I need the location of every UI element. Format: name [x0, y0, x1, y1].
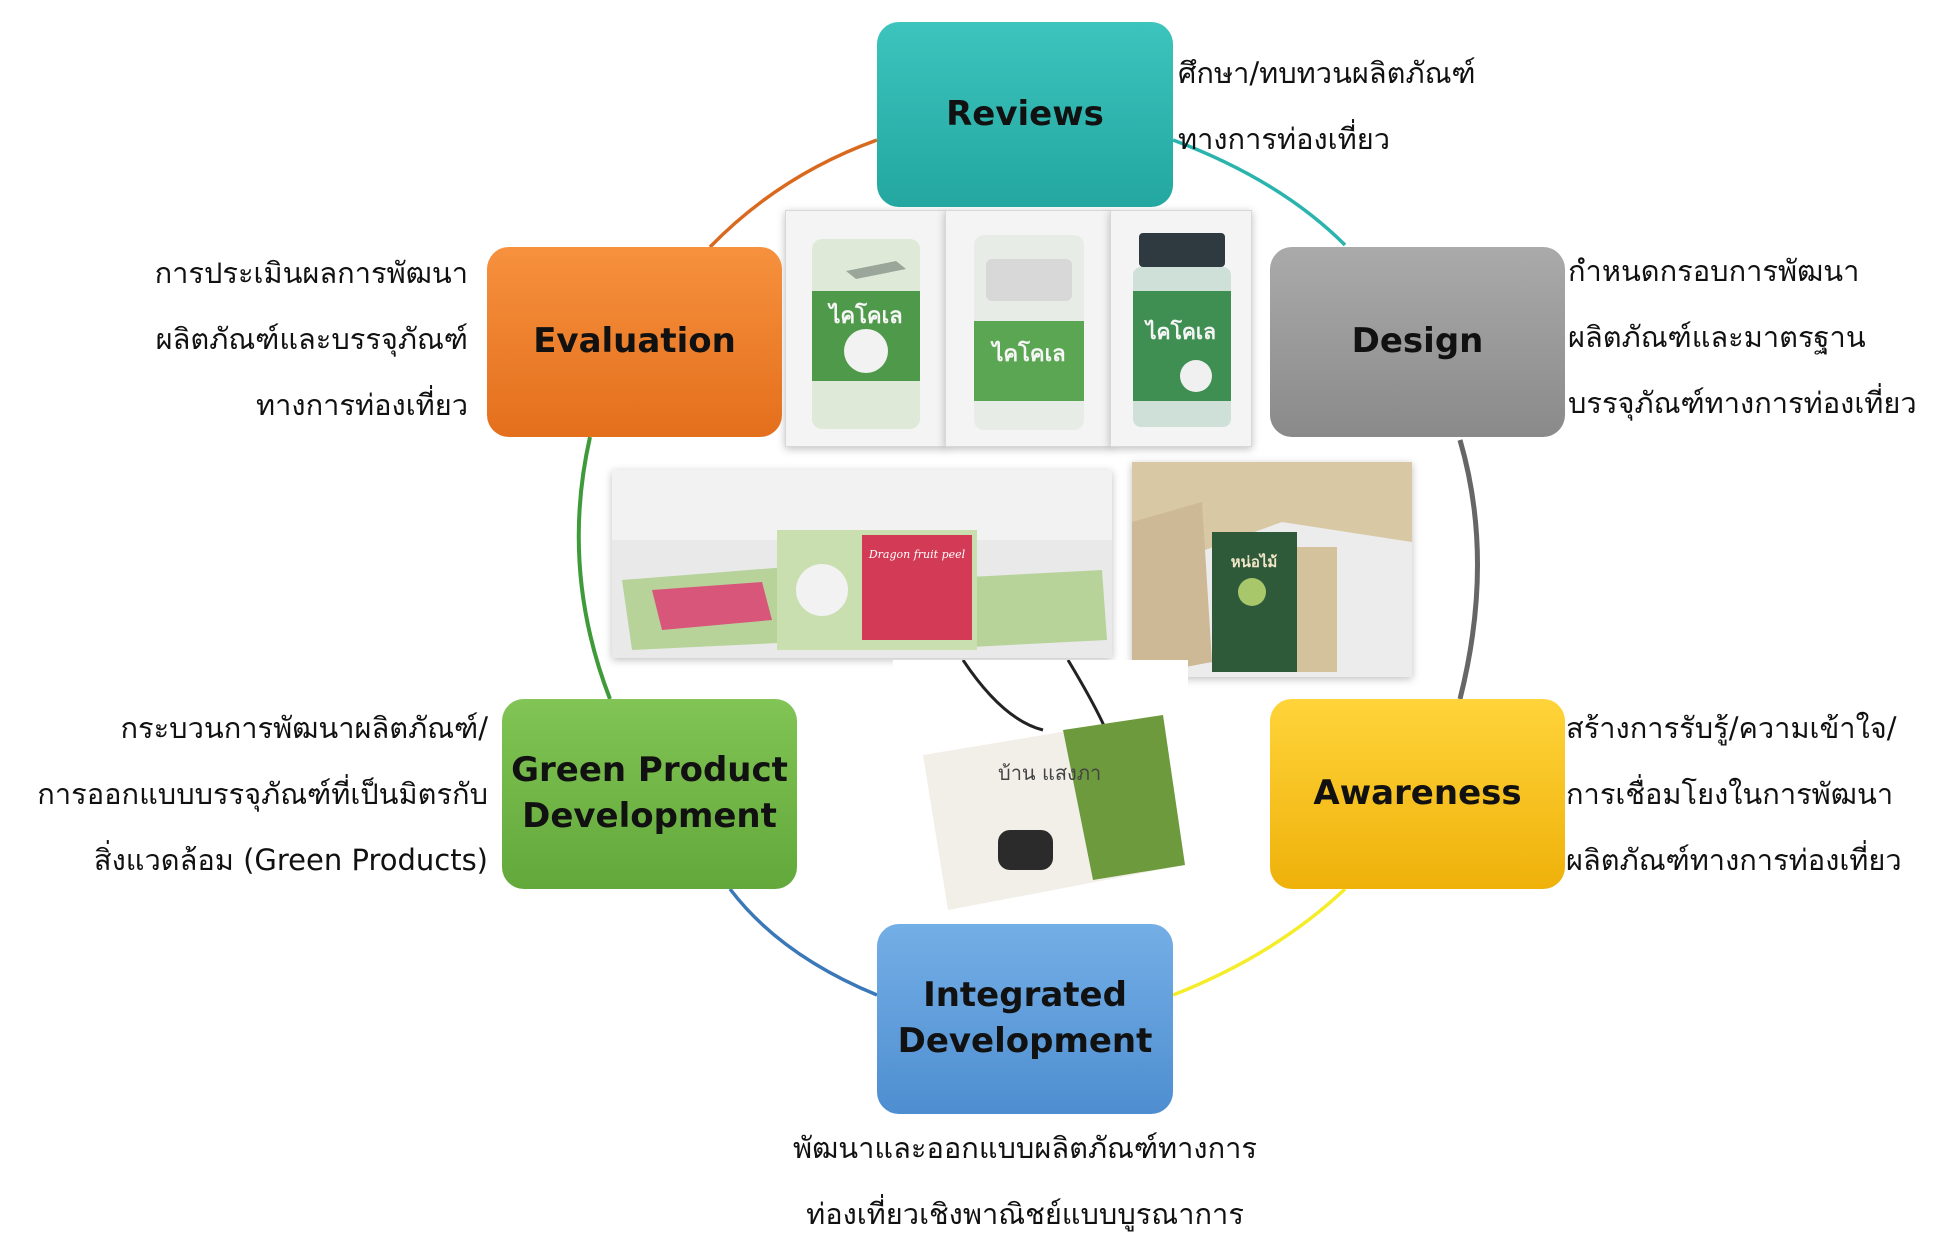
description-line: บรรจุภัณฑ์ทางการท่องเที่ยว: [1568, 386, 1917, 420]
photo-bamboo-box-image: หน่อไม้: [1132, 462, 1412, 677]
photo-bamboo-box: หน่อไม้: [1132, 462, 1412, 677]
stage-integrated-development-label: Integrated Development: [897, 975, 1153, 1061]
description-line: สร้างการรับรู้/ความเข้าใจ/: [1566, 711, 1897, 745]
photo-jar-image: ไคโคเล: [1111, 211, 1251, 446]
photo-saengla-label: บ้าน แสงภา: [998, 761, 1101, 785]
photo-bottle-2-image: ไคโคเล: [946, 211, 1111, 446]
photo-jar: ไคโคเล: [1110, 210, 1252, 447]
photo-jar-label: ไคโคเล: [1144, 319, 1216, 344]
description-awareness: สร้างการรับรู้/ความเข้าใจ/ การเชื่อมโยงใ…: [1566, 695, 1902, 893]
description-line: ท่องเที่ยวเชิงพาณิชย์แบบบูรณาการ: [806, 1197, 1244, 1231]
photo-dragon-fruit-box: Dragon fruit peel: [612, 470, 1112, 658]
arc-green-evaluation: [576, 436, 612, 700]
photo-dragon-fruit-label: Dragon fruit peel: [868, 548, 966, 561]
description-line: การเชื่อมโยงในการพัฒนา: [1566, 777, 1894, 811]
arc-awareness-integrated: [1172, 887, 1347, 997]
arc-design-awareness: [1457, 439, 1480, 700]
arc-evaluation-reviews: [708, 138, 878, 249]
stage-design-label: Design: [1351, 321, 1484, 362]
arc-reviews-design: [1172, 138, 1347, 247]
description-line: การออกแบบบรรจุภัณฑ์ที่เป็นมิตรกับ: [37, 777, 488, 811]
description-reviews: ศึกษา/ทบทวนผลิตภัณฑ์ ทางการท่องเที่ยว: [1178, 40, 1476, 172]
arc-integrated-green: [728, 887, 878, 997]
stage-awareness-label: Awareness: [1313, 773, 1522, 814]
description-line: ศึกษา/ทบทวนผลิตภัณฑ์: [1178, 56, 1476, 90]
photo-bottle-1-label: ไคโคเล: [827, 302, 902, 329]
description-line: พัฒนาและออกแบบผลิตภัณฑ์ทางการ: [792, 1131, 1258, 1165]
stage-integrated-development: Integrated Development: [877, 924, 1173, 1114]
stage-reviews: Reviews: [877, 22, 1173, 207]
stage-awareness: Awareness: [1270, 699, 1565, 889]
stage-reviews-label: Reviews: [946, 93, 1104, 134]
stage-green-product-development-label: Green Product Development: [511, 750, 788, 836]
photo-bottle-1: ไคโคเล: [785, 210, 947, 447]
photo-bamboo-label: หน่อไม้: [1231, 552, 1278, 571]
photo-bottle-2-label: ไคโคเล: [990, 340, 1065, 367]
description-line: ผลิตภัณฑ์ทางการท่องเที่ยว: [1566, 843, 1902, 877]
description-line: การประเมินผลการพัฒนา: [154, 256, 468, 290]
description-line: กำหนดกรอบการพัฒนา: [1568, 254, 1860, 288]
description-line: กระบวนการพัฒนาผลิตภัณฑ์/: [120, 711, 488, 745]
stage-evaluation-label: Evaluation: [533, 321, 736, 362]
photo-saengla-box: บ้าน แสงภา: [893, 660, 1188, 915]
description-line: ผลิตภัณฑ์และมาตรฐาน: [1568, 320, 1866, 354]
photo-saengla-box-image: บ้าน แสงภา: [893, 660, 1188, 915]
photo-bottle-1-image: ไคโคเล: [786, 211, 946, 446]
stage-evaluation: Evaluation: [487, 247, 782, 437]
description-line: สิ่งแวดล้อม (Green Products): [93, 843, 488, 877]
photo-bottle-2: ไคโคเล: [945, 210, 1112, 447]
photo-dragon-fruit-box-image: Dragon fruit peel: [612, 470, 1112, 658]
description-design: กำหนดกรอบการพัฒนา ผลิตภัณฑ์และมาตรฐาน บร…: [1568, 238, 1917, 436]
description-line: ผลิตภัณฑ์และบรรจุภัณฑ์: [155, 322, 468, 356]
description-line: ทางการท่องเที่ยว: [1178, 122, 1390, 156]
description-green-product-development: กระบวนการพัฒนาผลิตภัณฑ์/ การออกแบบบรรจุภ…: [0, 695, 488, 893]
stage-green-product-development: Green Product Development: [502, 699, 797, 889]
description-evaluation: การประเมินผลการพัฒนา ผลิตภัณฑ์และบรรจุภั…: [60, 240, 468, 438]
description-line: ทางการท่องเที่ยว: [256, 388, 468, 422]
stage-design: Design: [1270, 247, 1565, 437]
description-integrated-development: พัฒนาและออกแบบผลิตภัณฑ์ทางการ ท่องเที่ยว…: [745, 1115, 1305, 1247]
